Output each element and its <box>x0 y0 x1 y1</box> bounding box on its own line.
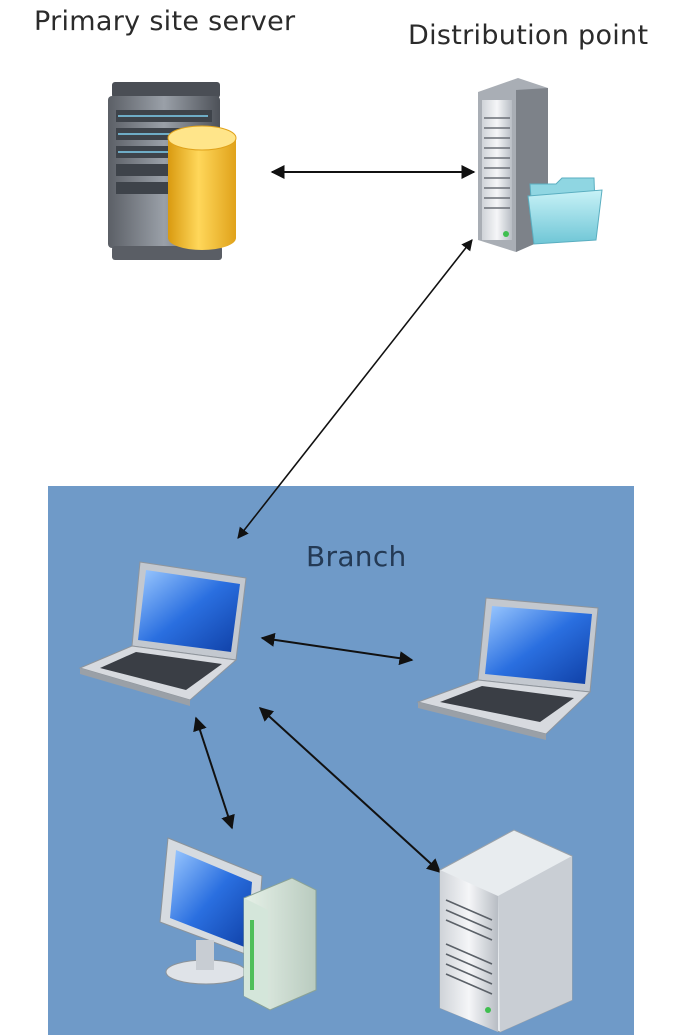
arrow-distribution-to-branch <box>237 239 473 539</box>
distribution-point-label: Distribution point <box>408 20 649 51</box>
primary-site-server-label: Primary site server <box>34 6 296 37</box>
arrow-laptop-to-laptop <box>260 632 414 666</box>
server-tower-icon <box>439 829 573 1033</box>
arrow-laptop-to-desktop <box>193 716 235 830</box>
arrow-laptop-to-server <box>258 707 442 873</box>
server-with-database-icon <box>108 82 237 260</box>
branch-label: Branch <box>306 540 407 573</box>
server-with-folder-icon <box>478 78 603 252</box>
branch-laptop-main-icon <box>78 561 247 706</box>
desktop-computer-icon <box>159 837 317 1011</box>
branch-laptop-peer-icon <box>416 597 599 740</box>
